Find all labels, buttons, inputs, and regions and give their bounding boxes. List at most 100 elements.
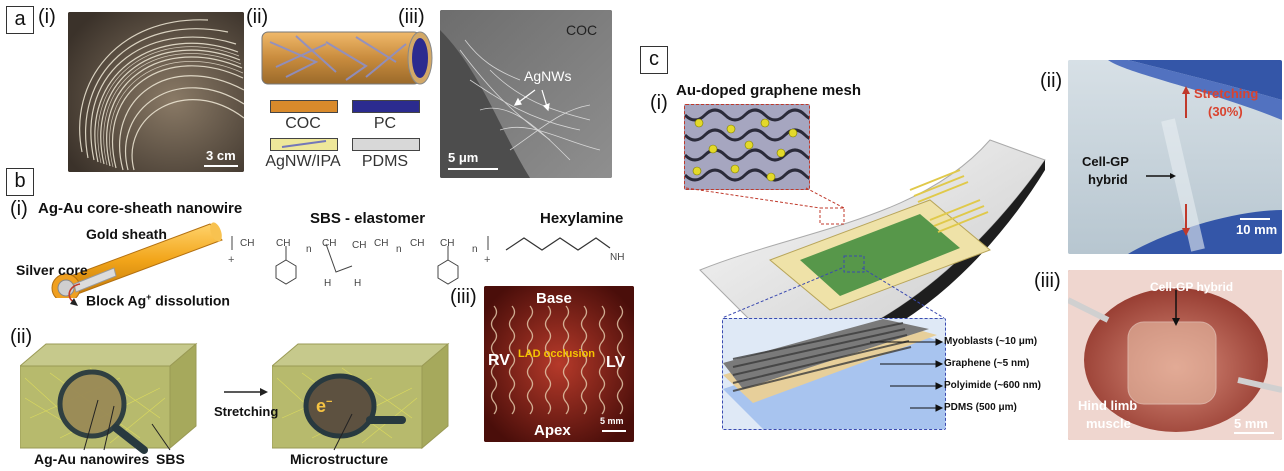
hybrid-label: hybrid: [1088, 172, 1128, 187]
cell-gp-hybrid-label: Cell-GP hybrid: [1150, 280, 1234, 294]
legend-label-pdms: PDMS: [361, 153, 409, 170]
layers-zoom-image: [723, 319, 945, 429]
hexylamine-nh2: NH: [610, 252, 624, 263]
sem-coc-label: COC: [566, 22, 598, 38]
scale-label-a-iii: 5 μm: [448, 150, 479, 165]
b-ii-leader-lines: [83, 399, 171, 451]
stretching-pct-label: (30%): [1208, 104, 1243, 119]
layers-zoom-inset: [722, 318, 946, 430]
stretching-image: [1068, 60, 1282, 254]
panel-a-letter: a: [6, 6, 34, 34]
scale-bar-c-ii: [1240, 218, 1270, 220]
heart-scale-bar: [602, 430, 626, 432]
block-dissolution-label: Block Ag+ dissolution: [86, 292, 230, 309]
panel-c-iii-label: (iii): [1034, 270, 1061, 292]
stretching-label: Stretching: [214, 404, 279, 419]
b-ii-micro-leader: [333, 413, 353, 451]
scale-bar-c-iii: [1234, 432, 1274, 434]
fiber-bundle-photo: 3 cm: [68, 12, 244, 172]
legend-swatch-pc: [352, 100, 420, 113]
muscle-photo: Cell-GP hybrid Hind limb muscle 5 mm: [1068, 270, 1282, 440]
sbs-n-2: n: [396, 244, 402, 255]
block-sup: +: [146, 292, 152, 302]
panel-a-iii-label: (iii): [398, 6, 425, 28]
plus-1: +: [228, 254, 235, 266]
mesh-zoom-image: [685, 105, 809, 189]
cell-gp-label: Cell-GP: [1082, 154, 1129, 169]
sbs-ch-2: CH: [440, 238, 454, 249]
label-microstructure: Microstructure: [290, 451, 389, 467]
layer-label-graphene: Graphene (~5 nm): [944, 358, 1030, 369]
sem-agnws-label: AgNWs: [524, 68, 572, 84]
sbs-title: SBS - elastomer: [310, 210, 426, 227]
legend-label-pc: PC: [373, 115, 397, 132]
silver-core-label: Silver core: [16, 262, 88, 278]
scale-label-c-iii: 5 mm: [1234, 416, 1268, 431]
sbs-n-1: n: [306, 244, 312, 255]
panel-c-i-label: (i): [650, 92, 668, 114]
layer-arrows: [870, 338, 944, 412]
panel-a-ii-label: (ii): [246, 6, 269, 28]
legend-swatch-agnw-wire: [281, 140, 327, 148]
panel-c-letter: c: [640, 46, 668, 74]
nanowire-title: Ag-Au core-sheath nanowire: [38, 200, 243, 217]
stretching-photo: Stretching (30%) Cell-GP hybrid 10 mm: [1068, 60, 1282, 254]
panel-b-i-label: (i): [10, 198, 28, 220]
sbs-ch2-4: CH: [374, 238, 388, 249]
mesh-zoom-inset: [684, 104, 810, 190]
legend-label-agnw: AgNW/IPA: [265, 153, 341, 170]
label-ag-au-nanowires: Ag-Au nanowires: [34, 451, 150, 467]
stretching-photo-label: Stretching: [1194, 86, 1259, 101]
block-arrow-icon: [68, 283, 81, 306]
fiber-schematic: [261, 31, 433, 85]
panel-b-ii-label: (ii): [10, 326, 33, 348]
layer-label-myoblasts: Myoblasts (~10 μm): [944, 336, 1038, 347]
blue-zoom-lines: [722, 267, 945, 319]
heart-apex-label: Apex: [534, 422, 571, 439]
sbs-h-2: H: [354, 278, 361, 289]
e-label: e−: [316, 396, 332, 417]
composite-block-1: [20, 342, 198, 454]
heart-base-label: Base: [536, 290, 572, 307]
block-text: Block Ag: [86, 292, 147, 309]
graphene-device-illustration: [699, 139, 1046, 362]
sem-image: COC AgNWs 5 μm: [440, 10, 612, 178]
label-sbs: SBS: [156, 451, 185, 467]
legend-swatch-coc: [270, 100, 338, 113]
stretching-arrow-icon: [224, 388, 268, 396]
sbs-h-1: H: [324, 278, 331, 289]
heart-image: [484, 286, 634, 442]
panel-a-i-label: (i): [38, 6, 56, 28]
panel-b-letter: b: [6, 168, 34, 196]
heart-lad-label: LAD occlusion: [518, 348, 596, 360]
muscle-label: muscle: [1086, 416, 1131, 431]
sbs-ch2-5: CH: [410, 238, 424, 249]
block-tail: dissolution: [151, 292, 230, 309]
sbs-ch2-3: CH: [352, 240, 366, 251]
heart-lv-label: LV: [606, 354, 626, 371]
fiber-bundle-image: [68, 12, 244, 172]
nanowire-illustration: [51, 222, 223, 298]
scale-bar-a-i: [204, 165, 238, 167]
heart-photo: Base LAD occlusion RV LV Apex 5 mm: [484, 286, 634, 442]
layer-label-pdms: PDMS (500 μm): [944, 402, 1017, 413]
plus-2: +: [484, 254, 491, 266]
muscle-image: [1068, 270, 1282, 440]
sbs-ch-1: CH: [276, 238, 290, 249]
gold-sheath-label: Gold sheath: [86, 226, 167, 242]
heart-scale-label: 5 mm: [600, 416, 624, 426]
red-zoom-lines: [685, 187, 844, 209]
sbs-ch2-1: CH: [240, 238, 254, 249]
legend-label-coc: COC: [285, 115, 321, 132]
sem-texture: [440, 10, 612, 178]
sbs-structure: CH CH n CH CH CH n CH CH n H H: [231, 236, 489, 289]
hexylamine-structure: NH: [505, 237, 624, 263]
e-sup: −: [326, 396, 333, 408]
hind-limb-label: Hind limb: [1078, 398, 1138, 413]
scale-label-c-ii: 10 mm: [1236, 222, 1278, 237]
sbs-ch2-2: CH: [322, 238, 336, 249]
sbs-n-3: n: [472, 244, 478, 255]
panel-b-iii-label: (iii): [450, 286, 477, 308]
heart-rv-label: RV: [488, 352, 510, 369]
hexylamine-title: Hexylamine: [540, 210, 624, 227]
